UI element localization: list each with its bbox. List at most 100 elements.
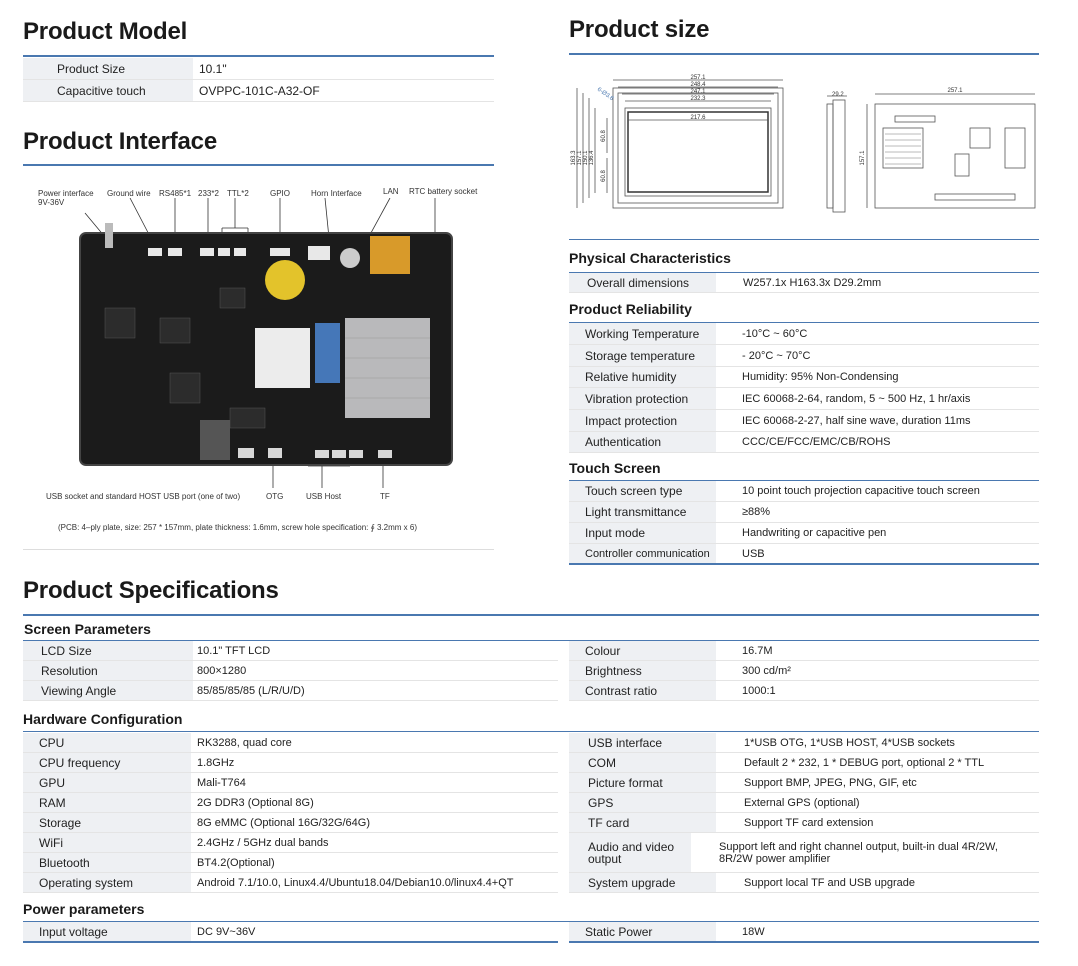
dim-back-height: 157.1: [860, 150, 866, 166]
dim-back-width: 257.1: [947, 88, 963, 94]
callout-gpio: GPIO: [270, 189, 291, 198]
touch-table: Touch screen type 10 point touch projecti…: [569, 481, 1039, 565]
dim-front-left-3: 136.4: [589, 150, 595, 166]
dim-front-top-4: 217.6: [690, 115, 706, 121]
dim-front-top-2: 247.1: [690, 89, 706, 95]
row-value: Default 2 * 232, 1 * DEBUG port, optiona…: [744, 756, 985, 769]
row-value: CCC/CE/FCC/EMC/CB/ROHS: [742, 436, 891, 448]
touch-rule: [569, 480, 1039, 481]
row-key: Storage temperature: [569, 345, 716, 366]
row-value: IEC 60068-2-64, random, 5 ~ 500 Hz, 1 hr…: [742, 392, 971, 405]
power-rule: [23, 921, 1039, 922]
dim-front-top-0: 257.1: [690, 75, 706, 81]
row-value: Support BMP, JPEG, PNG, GIF, etc: [744, 776, 917, 789]
row-value: 1*USB OTG, 1*USB HOST, 4*USB sockets: [744, 736, 955, 749]
dim-front-left-5: 60.8: [601, 170, 607, 182]
table-row: Light transmittance≥88%: [569, 502, 1039, 523]
row-value: 800×1280: [197, 664, 247, 677]
row-value: Android 7.1/10.0, Linux4.4/Ubuntu18.04/D…: [197, 876, 514, 889]
dim-front-left-4: 60.8: [601, 130, 607, 142]
row-key: Capacitive touch: [23, 80, 193, 101]
callout-power: Power interface 9V-36V: [38, 189, 94, 207]
table-row: Touch screen type 10 point touch projecti…: [569, 481, 1039, 502]
row-key: Resolution: [23, 661, 193, 680]
table-row: Resolution 800×1280: [23, 661, 558, 681]
screen-params-rule: [23, 640, 1039, 641]
row-key: USB interface: [569, 733, 716, 752]
callout-horn: Horn Interface: [311, 189, 362, 198]
touch-title: Touch Screen: [569, 460, 661, 476]
row-key: GPS: [569, 793, 716, 812]
row-value: 2.4GHz / 5GHz dual bands: [197, 836, 329, 849]
screen-params-title: Screen Parameters: [24, 621, 151, 637]
row-value: -10°C ~ 60°C: [742, 327, 808, 340]
row-key: Bluetooth: [23, 853, 191, 872]
table-row: Storage 8G eMMC (Optional 16G/32G/64G): [23, 813, 558, 833]
row-key: Contrast ratio: [569, 681, 716, 700]
row-value: Humidity: 95% Non-Condensing: [742, 371, 899, 383]
row-value: Support left and right channel output, b…: [719, 840, 998, 865]
row-value: External GPS (optional): [744, 796, 860, 809]
row-value: 85/85/85/85 (L/R/U/D): [197, 684, 305, 697]
row-value: 8G eMMC (Optional 16G/32G/64G): [197, 816, 371, 829]
row-key: GPU: [23, 773, 191, 792]
row-value: 300 cd/m²: [742, 664, 791, 677]
row-value: 18W: [742, 925, 765, 938]
row-key: CPU frequency: [23, 753, 191, 772]
row-value: 10 point touch projection capacitive tou…: [742, 485, 980, 497]
row-value: Handwriting or capacitive pen: [742, 527, 887, 539]
row-key: TF card: [569, 813, 716, 832]
dim-corner-hole: 6-Ø3.8: [596, 87, 615, 103]
reliability-title: Product Reliability: [569, 301, 692, 317]
product-specs-rule: [23, 614, 1039, 616]
pcb-spec-note: (PCB: 4–ply plate, size: 257 * 157mm, pl…: [58, 523, 417, 532]
row-value: W257.1x H163.3x D29.2mm: [743, 276, 882, 289]
row-key: Brightness: [569, 661, 716, 680]
row-value: USB: [742, 547, 765, 560]
row-key: Picture format: [569, 773, 716, 792]
callout-ground: Ground wire: [107, 189, 151, 198]
power-title: Power parameters: [23, 901, 145, 917]
table-row: Overall dimensions W257.1x H163.3x D29.2…: [569, 273, 1039, 293]
row-key: LCD Size: [23, 641, 193, 660]
reliability-table: Working Temperature-10°C ~ 60°C Storage …: [569, 323, 1039, 453]
dim-front-left-1: 157.1: [577, 150, 583, 166]
row-value: BT4.2(Optional): [197, 856, 275, 869]
product-model-table: Product Size 10.1" Capacitive touch OVPP…: [23, 58, 494, 102]
table-row: Bluetooth BT4.2(Optional): [23, 853, 558, 873]
table-row: GPS External GPS (optional): [569, 793, 1039, 813]
product-size-rule: [569, 53, 1039, 55]
product-interface-rule: [23, 164, 494, 166]
row-value: 16.7M: [742, 644, 773, 657]
row-key: Authentication: [569, 432, 716, 452]
product-size-title: Product size: [569, 16, 710, 43]
callout-tf: TF: [380, 492, 390, 501]
table-row: Authentication CCC/CE/FCC/EMC/CB/ROHS: [569, 432, 1039, 453]
row-key: Touch screen type: [569, 481, 716, 501]
row-key: Viewing Angle: [23, 681, 193, 700]
row-key: Input voltage: [23, 922, 191, 941]
row-value: Support local TF and USB upgrade: [744, 876, 916, 889]
row-key: CPU: [23, 733, 191, 752]
row-key: RAM: [23, 793, 191, 812]
interface-bottom-rule: [23, 549, 494, 550]
dim-side-depth: 29.2: [832, 92, 844, 98]
row-key: Input mode: [569, 523, 716, 543]
dimension-drawing: 257.1 248.4 247.1 232.3 217.6 163.3 157.…: [571, 75, 1036, 213]
hardware-rule: [23, 731, 1039, 732]
row-key: Storage: [23, 813, 191, 832]
